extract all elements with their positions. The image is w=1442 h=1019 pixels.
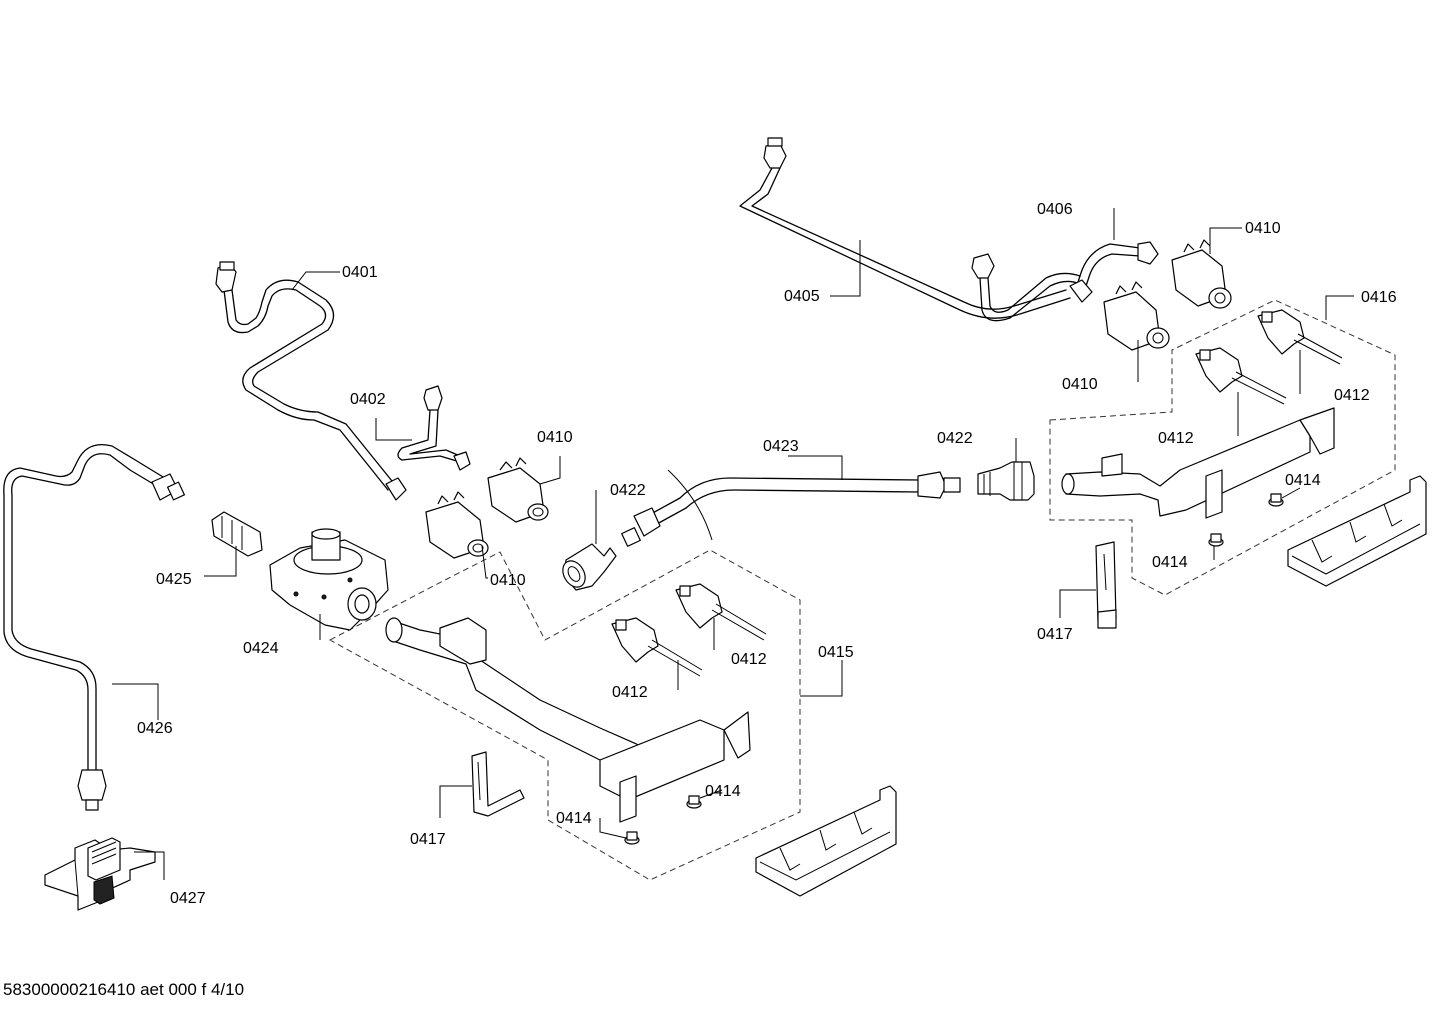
callout-0401: 0401 (342, 264, 378, 281)
callout-0410-d: 0410 (490, 572, 526, 589)
manifold-0416 (1061, 407, 1335, 519)
pipe-0426 (3, 443, 185, 811)
callout-labels: 0401 0402 0405 0406 0410 0410 0410 0410 … (137, 201, 1397, 907)
callout-0417-a: 0417 (410, 831, 446, 848)
pipe-0406 (971, 241, 1159, 322)
fitting-0422-b (977, 461, 1035, 501)
bracket-0417-b (1095, 541, 1117, 629)
bracket-0427 (44, 837, 156, 911)
callout-0414-c: 0414 (705, 783, 741, 800)
callout-0410-b: 0410 (1062, 376, 1098, 393)
screw-0414-c (1268, 493, 1284, 507)
valve-0412-b (611, 617, 703, 677)
callout-0412-a: 0412 (1334, 387, 1370, 404)
valve-0412-d (1195, 347, 1287, 405)
callout-0425: 0425 (156, 571, 192, 588)
pipe-0401 (215, 261, 407, 501)
callout-0412-d: 0412 (612, 684, 648, 701)
fitting-0422-a (562, 543, 617, 591)
solenoid-valve-0410-d (1103, 281, 1170, 351)
callout-0412-c: 0412 (731, 651, 767, 668)
assembly-outline-0415 (328, 549, 801, 881)
callout-0410-a: 0410 (1245, 220, 1281, 237)
callout-0406: 0406 (1037, 201, 1073, 218)
callout-0415: 0415 (818, 644, 854, 661)
regulator-0424 (269, 528, 389, 631)
callout-0422-b: 0422 (937, 430, 973, 447)
callout-0414-d: 0414 (556, 810, 592, 827)
callout-0414-a: 0414 (1285, 472, 1321, 489)
callout-0402: 0402 (350, 391, 386, 408)
callout-0423: 0423 (763, 438, 799, 455)
bracket-0417-a (471, 751, 525, 817)
solenoid-valve-0410-b (425, 491, 489, 559)
fitting-0425 (211, 511, 263, 557)
valve-0412-a (675, 583, 767, 641)
screw-0414-a (686, 795, 702, 809)
screw-0414-d (1208, 533, 1224, 547)
document-code: 58300000216410 aet 000 f 4/10 (3, 980, 245, 999)
harness-bracket-upper (1287, 475, 1427, 587)
leader-lines (112, 208, 1354, 880)
callout-0412-b: 0412 (1158, 430, 1194, 447)
callout-0416: 0416 (1361, 289, 1397, 306)
callout-0427: 0427 (170, 890, 206, 907)
solenoid-valve-0410-a (487, 457, 549, 523)
callout-0410-c: 0410 (537, 429, 573, 446)
callout-0405: 0405 (784, 288, 820, 305)
callout-0422-a: 0422 (610, 482, 646, 499)
pipe-0402 (397, 385, 471, 471)
callout-0426: 0426 (137, 720, 173, 737)
valve-0412-c (1257, 309, 1343, 365)
assembly-outline-0416 (1049, 299, 1396, 596)
solenoid-valve-0410-c (1171, 239, 1232, 309)
callout-0417-b: 0417 (1037, 626, 1073, 643)
manifold-0415 (385, 617, 751, 823)
screw-0414-b (624, 831, 640, 845)
harness-bracket-lower (755, 785, 897, 897)
pipe-0423 (621, 469, 961, 547)
callout-0424: 0424 (243, 640, 279, 657)
callout-0414-b: 0414 (1152, 554, 1188, 571)
